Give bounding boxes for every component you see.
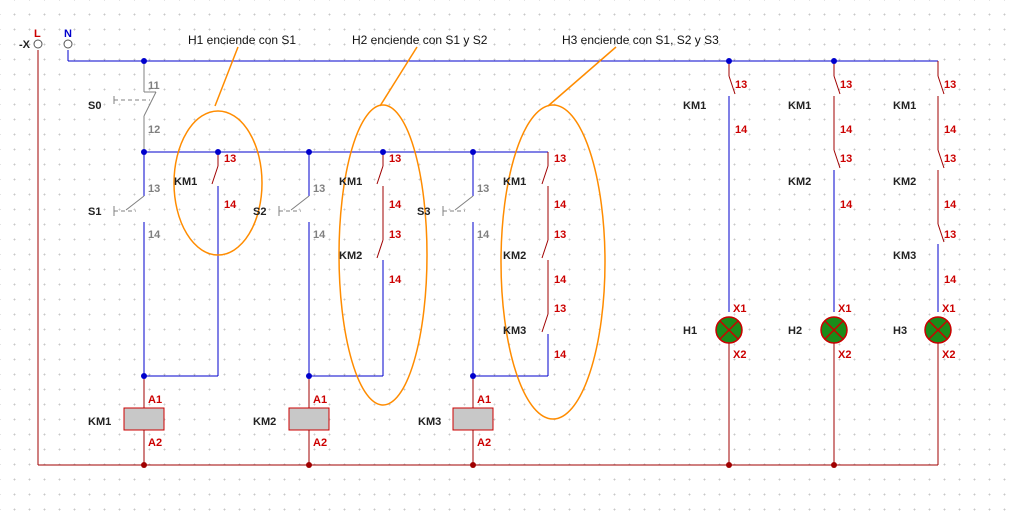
pin-14: 14 bbox=[944, 274, 957, 286]
branch-km1 bbox=[113, 61, 548, 465]
label-km3-h3: KM3 bbox=[893, 250, 916, 262]
pin-13: 13 bbox=[554, 303, 566, 315]
pin-13: 13 bbox=[944, 153, 956, 165]
pin-14: 14 bbox=[840, 124, 853, 136]
pin-x2: X2 bbox=[942, 349, 955, 361]
label-km2-h3: KM2 bbox=[893, 176, 916, 188]
pin-14: 14 bbox=[389, 274, 402, 286]
pin-s2-14: 14 bbox=[313, 229, 326, 241]
term-n-label: N bbox=[64, 28, 72, 40]
pin-14: 14 bbox=[840, 199, 853, 211]
pin-x1: X1 bbox=[942, 303, 955, 315]
pin-14: 14 bbox=[735, 124, 748, 136]
label-km2-contact-b3: KM2 bbox=[503, 250, 526, 262]
branch-h3 bbox=[924, 61, 952, 465]
pin-13: 13 bbox=[554, 153, 566, 165]
label-km1-h3: KM1 bbox=[893, 100, 916, 112]
pin-14: 14 bbox=[554, 199, 567, 211]
junctions bbox=[141, 58, 837, 468]
pin-s1-13: 13 bbox=[148, 183, 160, 195]
pin-13: 13 bbox=[554, 229, 566, 241]
label-h1: H1 bbox=[683, 325, 697, 337]
label-coil-km1: KM1 bbox=[88, 416, 111, 428]
label-s1: S1 bbox=[88, 206, 101, 218]
coil-km3[interactable] bbox=[452, 407, 494, 431]
label-km2-contact-b2: KM2 bbox=[339, 250, 362, 262]
pin-a2: A2 bbox=[313, 437, 327, 449]
branch-km3 bbox=[442, 152, 549, 465]
pin-14: 14 bbox=[944, 124, 957, 136]
pin-13: 13 bbox=[840, 79, 852, 91]
pin-x1: X1 bbox=[838, 303, 851, 315]
pin-s3-14: 14 bbox=[477, 229, 490, 241]
pin-13: 13 bbox=[735, 79, 747, 91]
branch-h2 bbox=[820, 61, 848, 465]
label-km1-contact-b1: KM1 bbox=[174, 176, 197, 188]
pin-13: 13 bbox=[224, 153, 236, 165]
coil-km2[interactable] bbox=[288, 407, 330, 431]
label-coil-km2: KM2 bbox=[253, 416, 276, 428]
pin-a1: A1 bbox=[477, 394, 491, 406]
label-h2: H2 bbox=[788, 325, 802, 337]
pin-s2-13: 13 bbox=[313, 183, 325, 195]
label-km1-h1: KM1 bbox=[683, 100, 706, 112]
pin-x1: X1 bbox=[733, 303, 746, 315]
pin-a2: A2 bbox=[148, 437, 162, 449]
pin-a1: A1 bbox=[148, 394, 162, 406]
pin-s0-11: 11 bbox=[148, 80, 160, 92]
pin-14: 14 bbox=[554, 274, 567, 286]
label-coil-km3: KM3 bbox=[418, 416, 441, 428]
pin-13: 13 bbox=[944, 229, 956, 241]
pin-x2: X2 bbox=[733, 349, 746, 361]
pin-x2: X2 bbox=[838, 349, 851, 361]
pin-a1: A1 bbox=[313, 394, 327, 406]
label-s2: S2 bbox=[253, 206, 266, 218]
annotation-h3 bbox=[500, 46, 617, 420]
pin-13: 13 bbox=[389, 153, 401, 165]
term-x-label: -X bbox=[19, 39, 31, 51]
label-km2-h2: KM2 bbox=[788, 176, 811, 188]
pin-14: 14 bbox=[389, 199, 402, 211]
pin-14: 14 bbox=[224, 199, 237, 211]
branch-h1 bbox=[715, 61, 743, 465]
label-km1-contact-b2: KM1 bbox=[339, 176, 362, 188]
annotation-h1 bbox=[173, 46, 263, 256]
terminal-n[interactable] bbox=[63, 39, 73, 49]
pin-14: 14 bbox=[944, 199, 957, 211]
label-km3-contact-b3: KM3 bbox=[503, 325, 526, 337]
annotation-text-h2: H2 enciende con S1 y S2 bbox=[352, 33, 488, 47]
pin-14: 14 bbox=[554, 349, 567, 361]
label-km1-h2: KM1 bbox=[788, 100, 811, 112]
branch-km2 bbox=[278, 152, 384, 465]
label-km1-contact-b3: KM1 bbox=[503, 176, 526, 188]
label-s0: S0 bbox=[88, 100, 101, 112]
pin-13: 13 bbox=[840, 153, 852, 165]
annotation-text-h3: H3 enciende con S1, S2 y S3 bbox=[562, 33, 719, 47]
pin-13: 13 bbox=[389, 229, 401, 241]
pin-s3-13: 13 bbox=[477, 183, 489, 195]
annotation-h2 bbox=[338, 46, 428, 406]
terminal-l[interactable] bbox=[33, 39, 43, 49]
pin-a2: A2 bbox=[477, 437, 491, 449]
pin-13: 13 bbox=[944, 79, 956, 91]
pin-s1-14: 14 bbox=[148, 229, 161, 241]
label-s3: S3 bbox=[417, 206, 430, 218]
term-l-label: L bbox=[34, 28, 41, 40]
label-h3: H3 bbox=[893, 325, 907, 337]
pin-s0-12: 12 bbox=[148, 124, 160, 136]
annotation-text-h1: H1 enciende con S1 bbox=[188, 33, 296, 47]
coil-km1[interactable] bbox=[123, 407, 165, 431]
